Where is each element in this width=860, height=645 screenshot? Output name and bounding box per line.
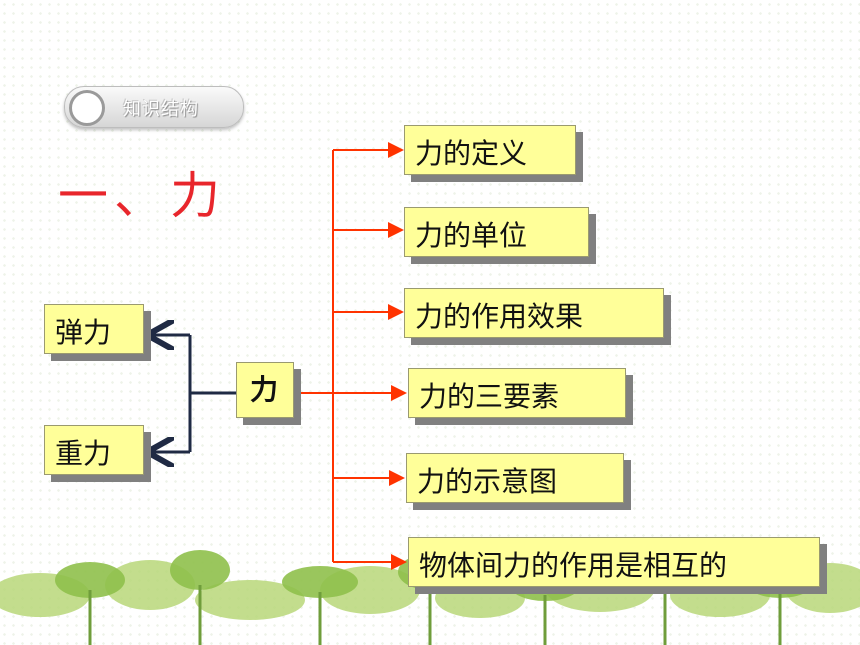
node-interaction: 物体间力的作用是相互的: [408, 537, 820, 587]
left-connectors: [150, 335, 236, 452]
node-diagram: 力的示意图: [406, 453, 624, 503]
node-definition: 力的定义: [404, 125, 576, 175]
badge-circle-icon: [69, 90, 105, 126]
node-gravity: 重力: [44, 425, 144, 475]
node-elastic-force: 弹力: [44, 304, 144, 354]
badge-label: 知识结构: [123, 99, 199, 120]
node-force-center: 力: [236, 362, 294, 418]
section-title: 一、力: [58, 167, 226, 225]
right-connectors: [295, 142, 407, 570]
node-unit: 力的单位: [404, 207, 589, 257]
section-badge: 知识结构: [64, 86, 244, 128]
node-three-elements: 力的三要素: [408, 368, 626, 418]
node-effect: 力的作用效果: [404, 288, 664, 338]
